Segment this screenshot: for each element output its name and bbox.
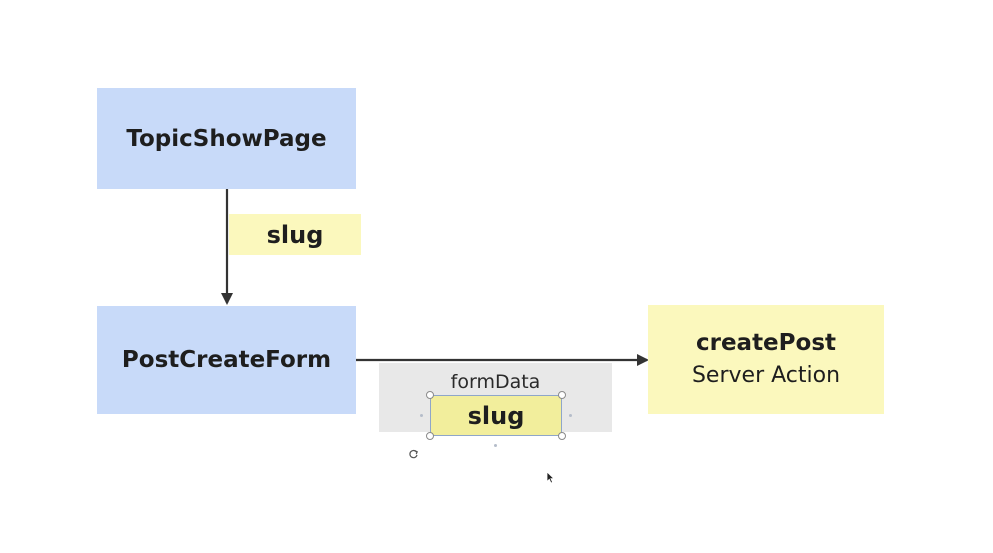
rotate-icon[interactable] — [408, 449, 419, 460]
resize-handle-top-left[interactable] — [426, 391, 434, 399]
selected-slug-text: slug — [467, 401, 525, 430]
resize-handle-bottom-left[interactable] — [426, 432, 434, 440]
selected-slug-label[interactable]: slug — [430, 395, 562, 436]
form-data-label: formData — [450, 371, 541, 393]
edge-label-slug-text: slug — [266, 220, 324, 249]
edge-label-slug[interactable]: slug — [229, 214, 361, 255]
node-topic-show-page-label: TopicShowPage — [126, 125, 327, 152]
resize-handle-top-right[interactable] — [558, 391, 566, 399]
node-create-post-title: createPost — [695, 329, 837, 356]
node-topic-show-page[interactable]: TopicShowPage — [97, 88, 356, 189]
connection-point-right[interactable] — [569, 414, 572, 417]
connection-point-bottom[interactable] — [494, 444, 497, 447]
node-create-post-subtitle: Server Action — [691, 363, 841, 389]
node-post-create-form-label: PostCreateForm — [121, 347, 332, 373]
mouse-pointer-icon — [546, 471, 555, 484]
node-create-post-action[interactable]: createPost Server Action — [648, 305, 884, 414]
node-post-create-form[interactable]: PostCreateForm — [97, 306, 356, 414]
connection-point-left[interactable] — [420, 414, 423, 417]
resize-handle-bottom-right[interactable] — [558, 432, 566, 440]
